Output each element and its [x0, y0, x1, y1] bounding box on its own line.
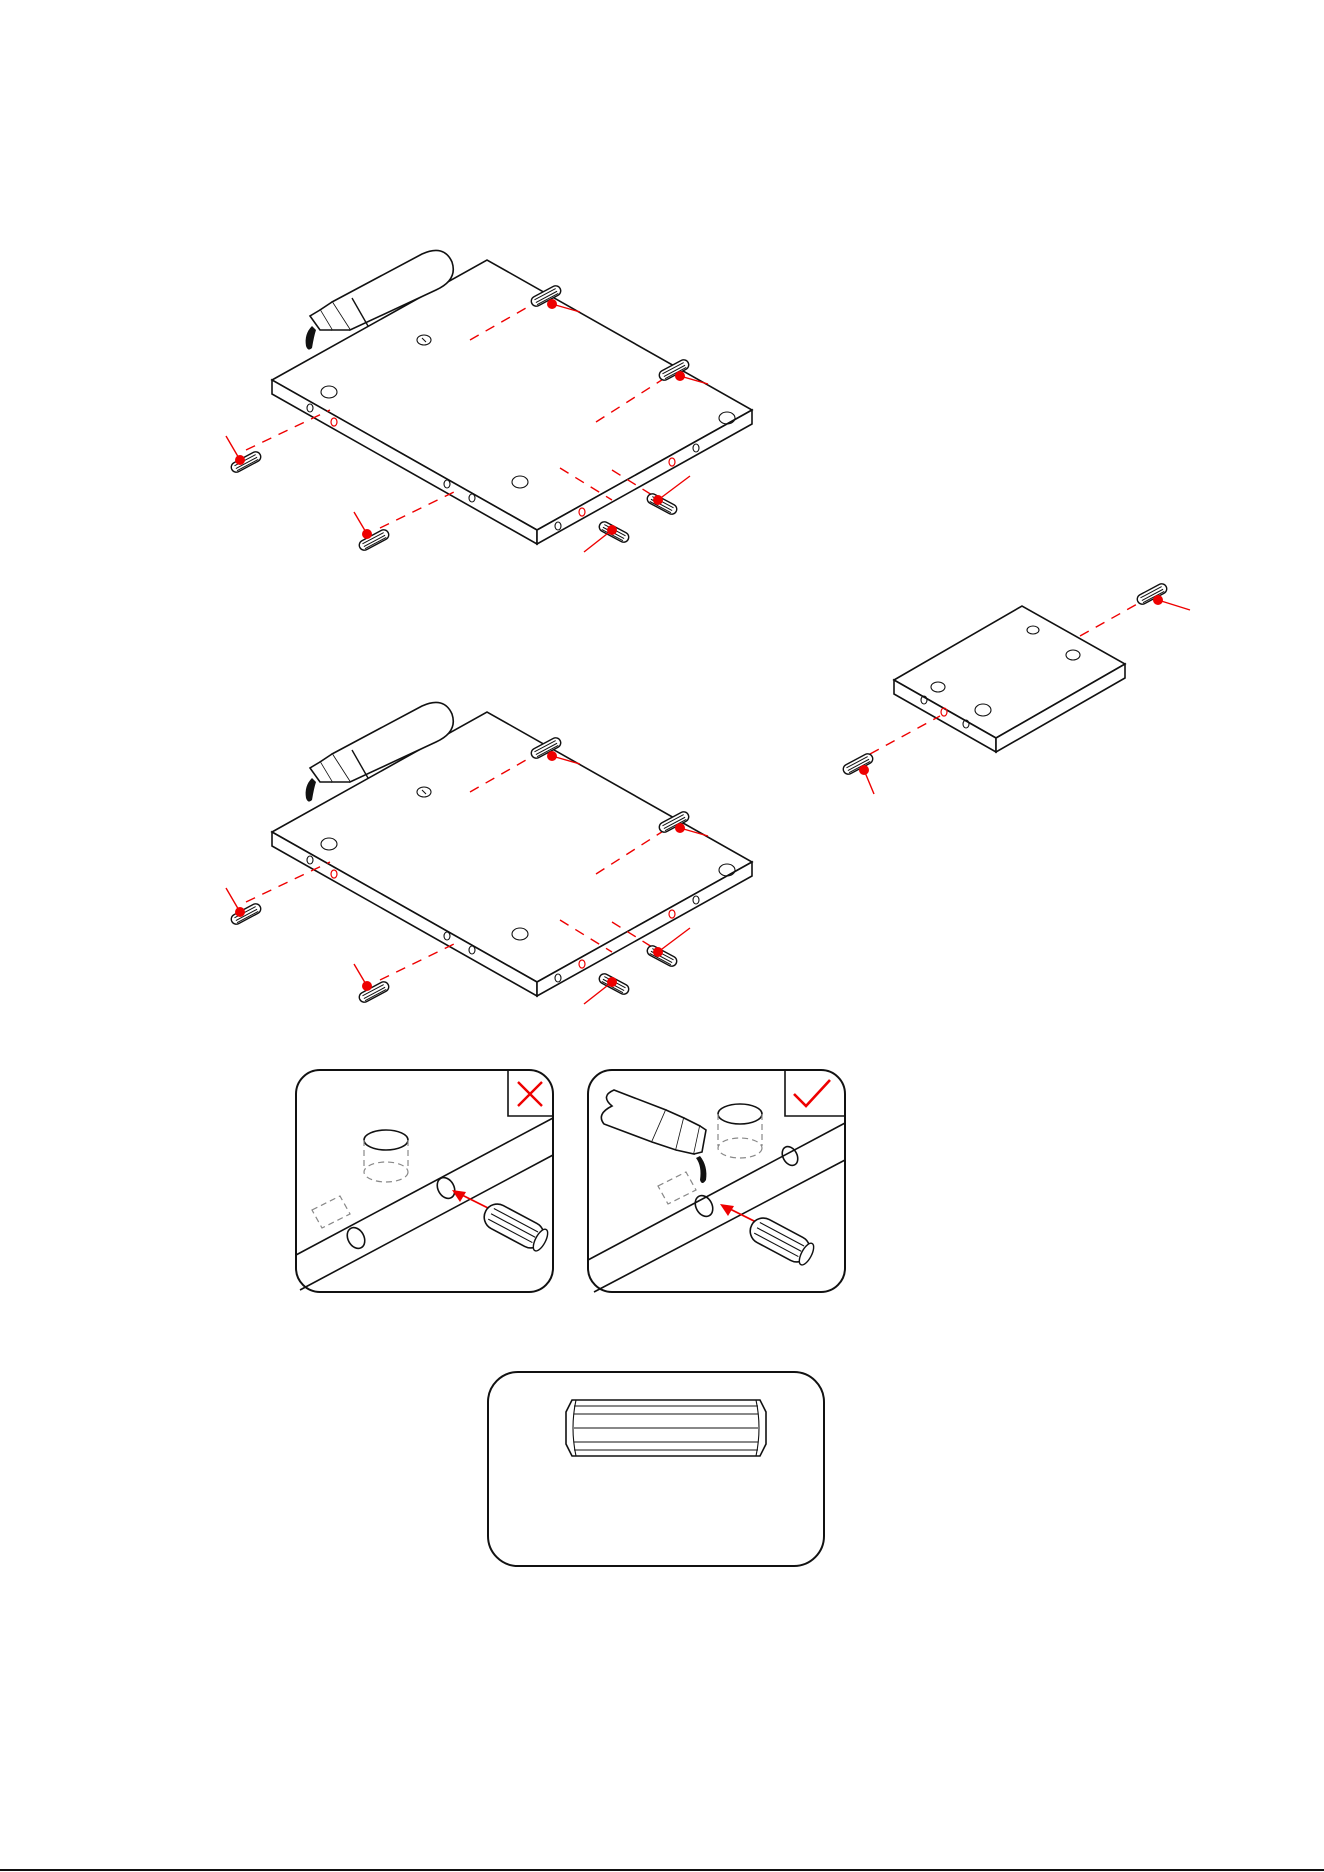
dowel-icon	[230, 450, 263, 474]
dowel-icon	[646, 492, 679, 516]
dowel-detail-box	[488, 1372, 824, 1566]
dowel-icon	[842, 752, 875, 776]
dowel-icon	[566, 1400, 766, 1456]
dowel-icon	[358, 528, 391, 552]
dowel-icon	[358, 980, 391, 1004]
panel-1-figure	[226, 250, 752, 552]
callout-right	[588, 1070, 845, 1292]
callout-wrong	[296, 1070, 553, 1292]
panel-small-figure	[842, 582, 1190, 794]
dowel-icon	[230, 902, 263, 926]
panel-2-figure	[226, 702, 752, 1004]
dowel-icon	[646, 944, 679, 968]
